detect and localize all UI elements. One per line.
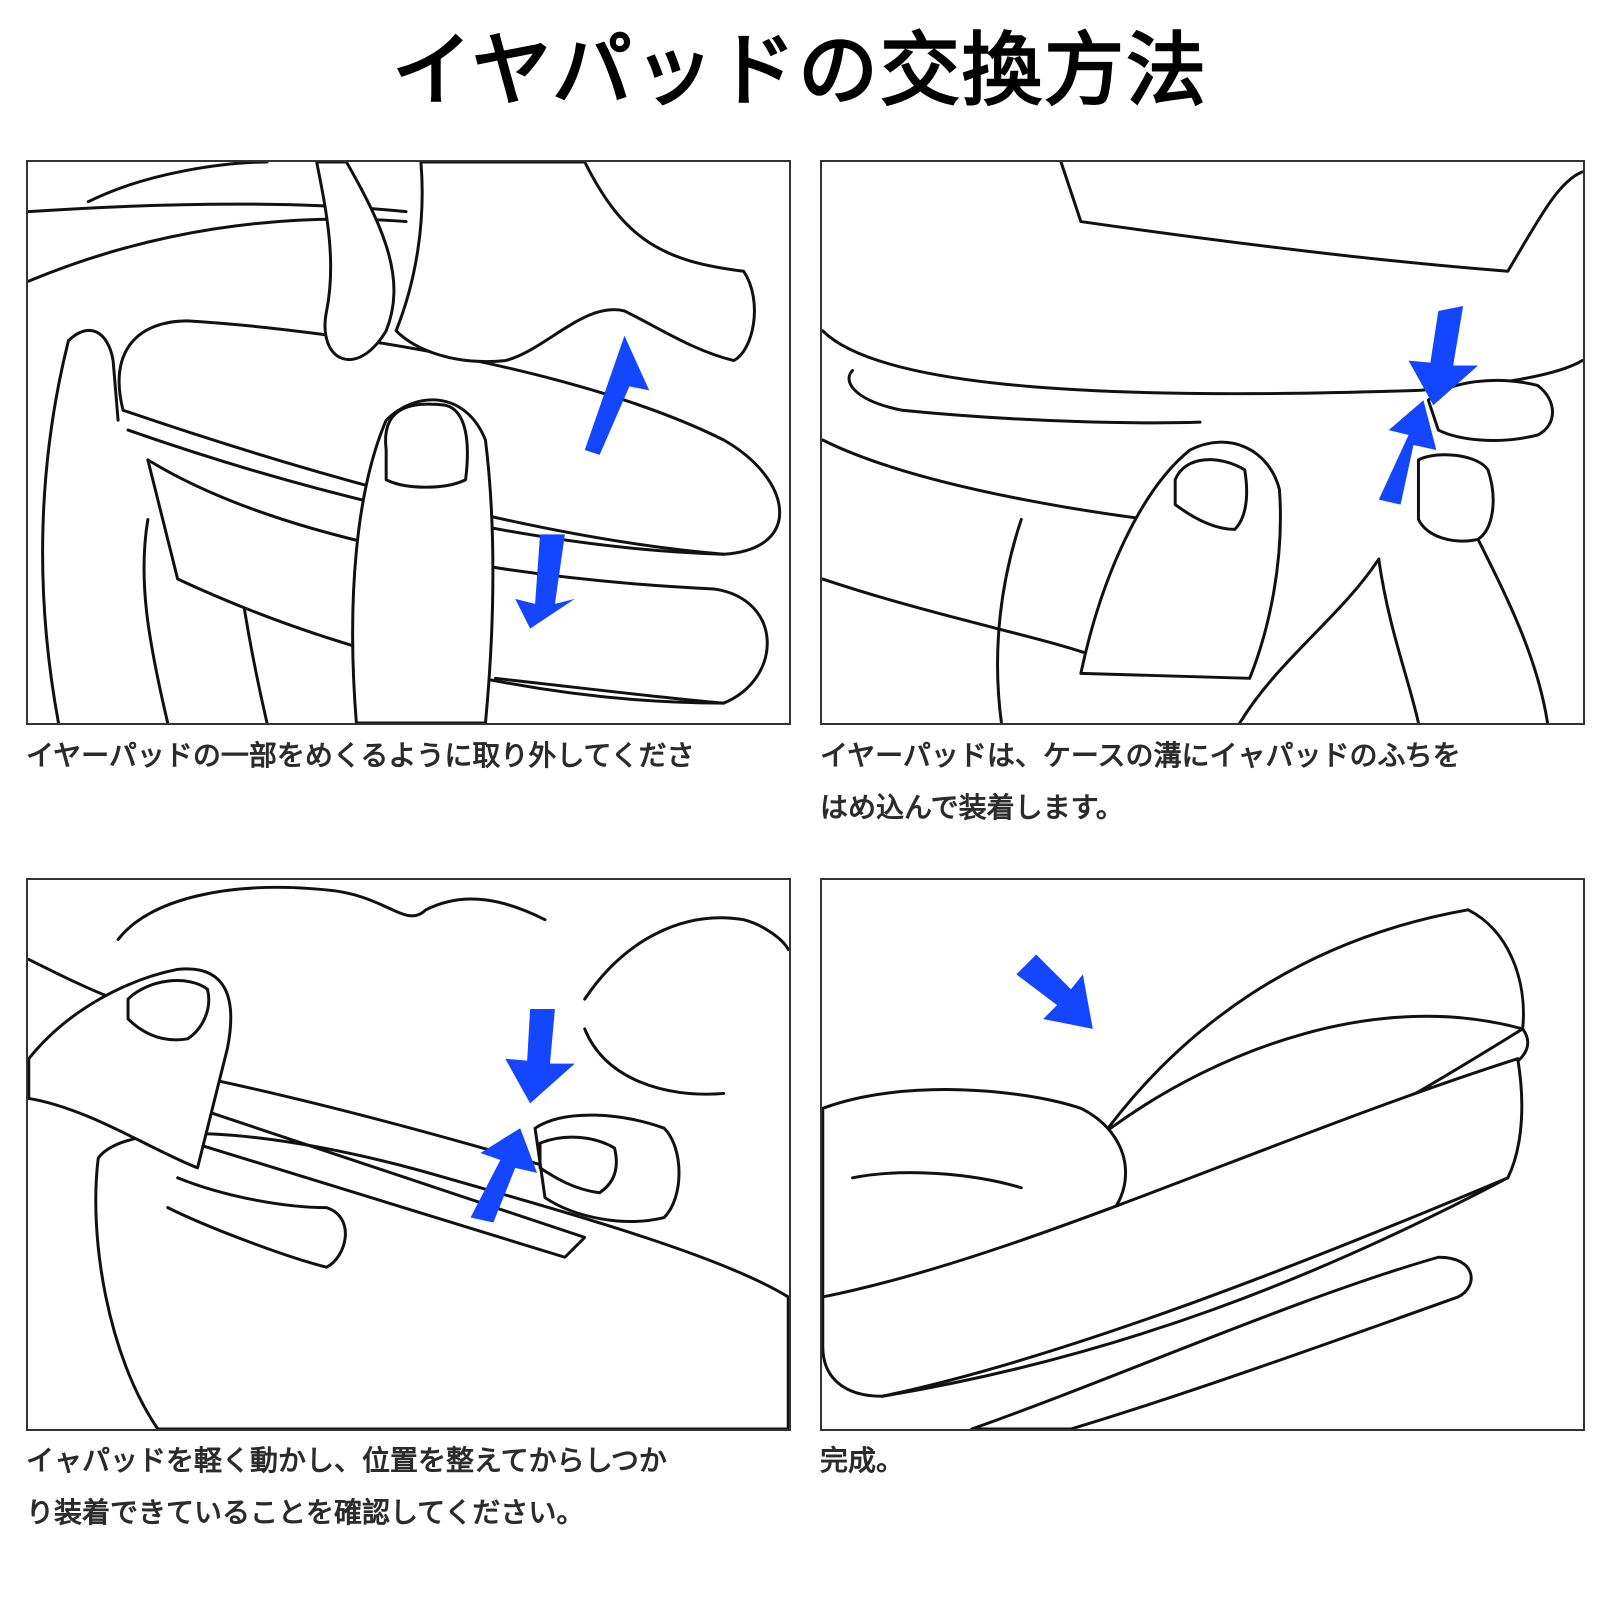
step-2-caption: イヤーパッドは、ケースの溝にイャパッドのふちを はめ込んで装着します。: [820, 730, 1580, 834]
step-2-illustration: [820, 160, 1585, 725]
adjusting-earpad-illustration: [28, 885, 789, 1429]
step-1-caption-line: イヤーパッドの一部をめくるように取り外してくださ: [26, 739, 695, 772]
step-3-caption-line: り装着できていることを確認してください。: [26, 1496, 585, 1529]
step-1-caption: イヤーパッドの一部をめくるように取り外してくださ: [26, 730, 786, 782]
step-2-caption-line: イヤーパッドは、ケースの溝にイャパッドのふちを: [820, 739, 1461, 772]
step-3-illustration: [26, 878, 791, 1431]
step-4-illustration: [820, 878, 1585, 1431]
fitting-earpad-illustration: [822, 162, 1583, 723]
hand-lifting-earpad-illustration: [28, 162, 782, 723]
completed-earpad-illustration: [822, 908, 1530, 1429]
step-4-caption: 完成。: [820, 1435, 1580, 1487]
step-1-illustration: [26, 160, 791, 725]
step-3-caption-line: イャパッドを軽く動かし、位置を整えてからしつか: [26, 1444, 667, 1477]
page-title: イヤパッドの交換方法: [392, 23, 1208, 117]
step-3-caption: イャパッドを軽く動かし、位置を整えてからしつか り装着できていることを確認してく…: [26, 1435, 786, 1539]
step-4-caption-line: 完成。: [820, 1444, 905, 1477]
step-2-caption-line: はめ込んで装着します。: [820, 791, 1124, 824]
